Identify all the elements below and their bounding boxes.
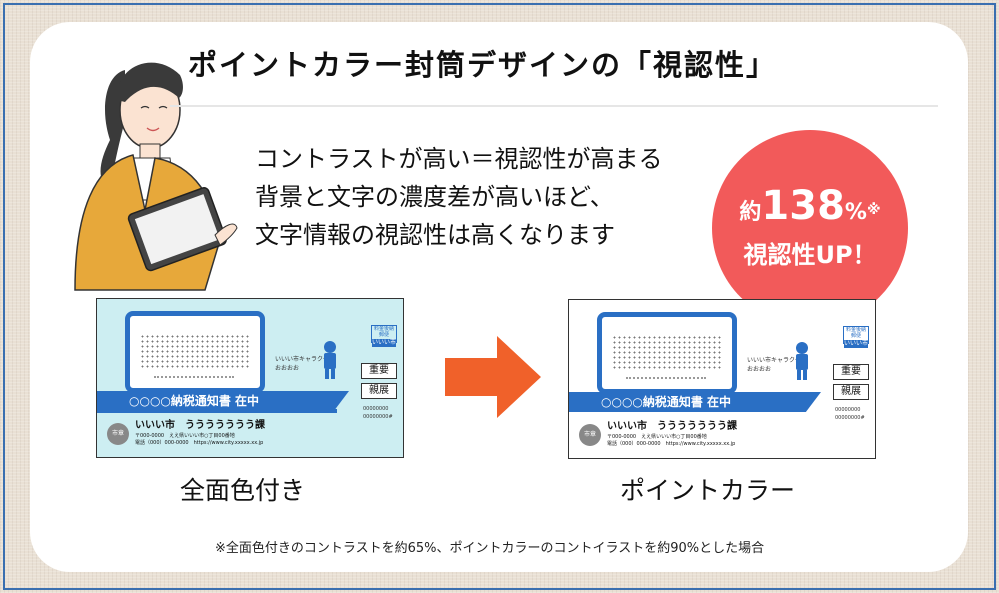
caption-point-color: ポイントカラー xyxy=(620,476,796,505)
envelope-number-2: 00000000# xyxy=(835,415,865,421)
badge-caption: 視認性UP！ xyxy=(743,241,877,269)
tag-important: 重要 xyxy=(361,363,397,379)
title-divider xyxy=(170,105,938,107)
tag-confidential: 親展 xyxy=(833,384,869,400)
address-placeholder-text xyxy=(140,334,250,370)
arrow-right-icon xyxy=(445,336,541,418)
mascot-icon xyxy=(796,342,808,380)
badge-prefix: 約 xyxy=(739,200,762,225)
mascot-label-2: おおおお xyxy=(275,365,300,372)
description-line-2: 背景と文字の濃度差が高いほど、 xyxy=(255,183,614,211)
city-logo: 市章 xyxy=(107,423,129,445)
sender-address: 〒000-0000 ええ県いいい市○丁目00番地 xyxy=(607,434,707,440)
footnote: ※全面色付きのコントラストを約65%、ポイントカラーのコントイラストを約90%と… xyxy=(215,541,765,556)
mascot-label: いいい市キャラクター おおおお xyxy=(275,355,335,373)
envelope-full-color: 料金後納郵便 いいい市 いいい市キャラクター おおおお 重要 親展 000000… xyxy=(96,298,404,458)
woman-with-tablet-illustration xyxy=(74,62,238,291)
notice-band xyxy=(569,392,821,412)
address-window xyxy=(125,311,265,393)
address-placeholder-text xyxy=(612,335,722,371)
postage-stamp: 料金後納郵便 いいい市 xyxy=(843,326,869,348)
page-title: ポイントカラー封筒デザインの「視認性」 xyxy=(188,48,778,82)
notice-band-text: ○○○○納税通知書 在中 xyxy=(129,394,260,408)
stamp-bottom-text: いいい市 xyxy=(372,339,397,347)
sender-tel: 電話（000）000-0000 https://www.city.xxxxx.x… xyxy=(607,441,736,447)
notice-band xyxy=(97,391,349,411)
address-window xyxy=(597,312,737,394)
description-line-1: コントラストが高い＝視認性が高まる xyxy=(255,145,663,173)
badge-unit: % xyxy=(844,200,867,225)
description: コントラストが高い＝視認性が高まる 背景と文字の濃度差が高いほど、 文字情報の視… xyxy=(255,140,663,254)
mascot-label-1: いいい市キャラクター xyxy=(747,357,807,364)
address-wave-line xyxy=(626,375,706,379)
envelope-number-1: 00000000 xyxy=(363,406,389,412)
envelope-number-1: 00000000 xyxy=(835,407,861,413)
envelope-number-2: 00000000# xyxy=(363,414,393,420)
sender-tel: 電話（000）000-0000 https://www.city.xxxxx.x… xyxy=(135,440,264,446)
caption-full-color: 全面色付き xyxy=(180,476,306,505)
envelope-point-color: 料金後納郵便 いいい市 いいい市キャラクター おおおお 重要 親展 000000… xyxy=(568,299,876,459)
stamp-top-text: 料金後納郵便 xyxy=(373,326,394,338)
sender-name: いいい市 ううううううう課 xyxy=(135,420,265,431)
badge-value: 138 xyxy=(761,183,845,229)
description-line-3: 文字情報の視認性は高くなります xyxy=(255,221,615,249)
notice-band-text: ○○○○納税通知書 在中 xyxy=(601,395,732,409)
badge-value-row: 約138%※ xyxy=(739,186,880,233)
stamp-top-text: 料金後納郵便 xyxy=(845,327,866,339)
tag-confidential: 親展 xyxy=(361,383,397,399)
stamp-bottom-text: いいい市 xyxy=(844,340,869,348)
visibility-badge: 約138%※ 視認性UP！ xyxy=(712,130,908,326)
address-wave-line xyxy=(154,374,234,378)
sender-block: いいい市 ううううううう課 〒000-0000 ええ県いいい市○丁目00番地 電… xyxy=(607,420,737,448)
tag-important: 重要 xyxy=(833,364,869,380)
mascot-label-2: おおおお xyxy=(747,366,772,373)
sender-block: いいい市 ううううううう課 〒000-0000 ええ県いいい市○丁目00番地 電… xyxy=(135,419,265,447)
postage-stamp: 料金後納郵便 いいい市 xyxy=(371,325,397,347)
envelope-numbers: 00000000 00000000# xyxy=(363,405,393,421)
sender-address: 〒000-0000 ええ県いいい市○丁目00番地 xyxy=(135,433,235,439)
sender-name: いいい市 ううううううう課 xyxy=(607,421,737,432)
city-logo: 市章 xyxy=(579,424,601,446)
mascot-label-1: いいい市キャラクター xyxy=(275,356,335,363)
envelope-numbers: 00000000 00000000# xyxy=(835,406,865,422)
mascot-icon xyxy=(324,341,336,379)
badge-mark: ※ xyxy=(866,202,881,218)
notice-band-strip xyxy=(97,409,337,413)
mascot-label: いいい市キャラクター おおおお xyxy=(747,356,807,374)
